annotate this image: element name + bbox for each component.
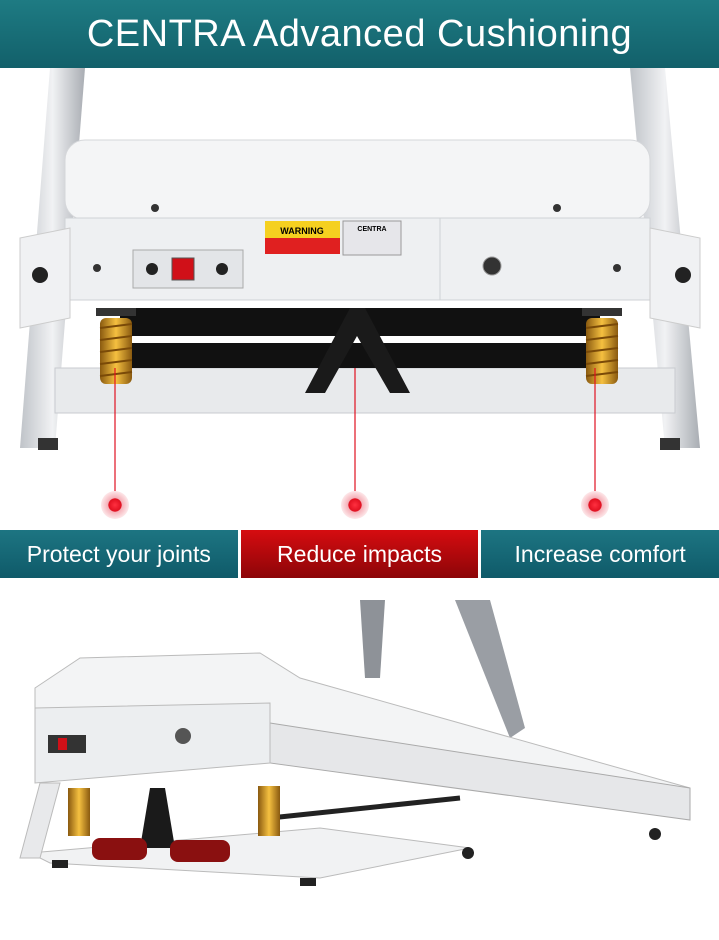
center-cushion-bracket [305, 308, 410, 393]
warning-label-text: WARNING [280, 226, 324, 236]
warning-label: WARNING [265, 221, 340, 254]
damper-right [170, 840, 230, 862]
pointer-dot-center [341, 491, 369, 519]
benefit-label: Protect your joints [26, 540, 211, 567]
damper-left [92, 838, 147, 860]
benefit-increase-comfort: Increase comfort [481, 530, 719, 578]
pointer-dot-left [101, 491, 129, 519]
spring-front-right [258, 786, 280, 836]
spec-label: CENTRA [342, 220, 402, 256]
benefit-reduce-impacts: Reduce impacts [240, 530, 479, 578]
treadmill-side-photo [19, 600, 691, 886]
runner-leg-right [455, 600, 525, 738]
left-spring [96, 308, 136, 384]
runner-leg-left [360, 600, 385, 678]
right-spring [582, 308, 622, 384]
spring-front-left [68, 788, 90, 836]
treadmill-front-photo: WARNING CENTRA [19, 68, 701, 519]
benefit-protect-joints: Protect your joints [0, 530, 238, 578]
power-switch-panel [132, 249, 244, 289]
benefit-label: Reduce impacts [277, 540, 442, 567]
socket-icon [482, 256, 502, 276]
pointer-dot-right [581, 491, 609, 519]
page-title: CENTRA Advanced Cushioning [86, 12, 633, 55]
header-banner: CENTRA Advanced Cushioning [0, 0, 719, 68]
brand-label-text: CENTRA [357, 226, 386, 233]
benefit-label: Increase comfort [514, 540, 686, 567]
benefits-bar: Protect your joints Reduce impacts Incre… [0, 530, 719, 578]
